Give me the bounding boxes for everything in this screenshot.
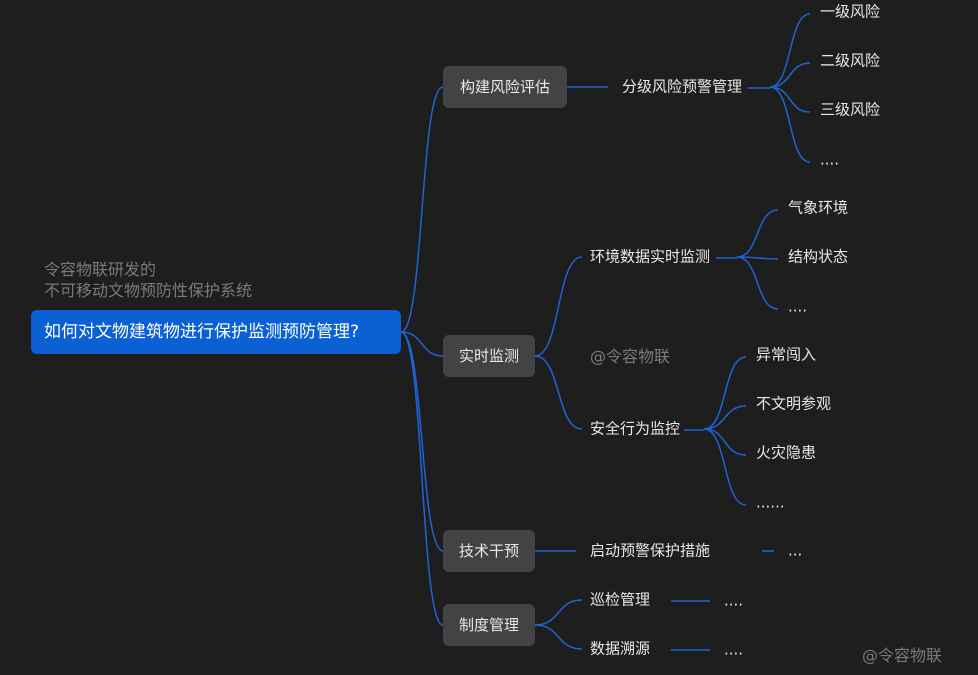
branch-topic[interactable]: 制度管理: [443, 604, 535, 646]
connector-line: [400, 86, 444, 333]
leaf-topic[interactable]: 不文明参观: [756, 394, 832, 413]
connector-line: [736, 256, 779, 310]
leaf-topic[interactable]: ....: [724, 591, 744, 610]
connector-line: [534, 355, 583, 430]
leaf-topic[interactable]: ....: [820, 150, 840, 169]
leaf-topic[interactable]: 火灾隐患: [756, 443, 817, 462]
leaf-topic[interactable]: 一级风险: [820, 2, 881, 21]
connector-line: [769, 13, 811, 88]
branch-topic[interactable]: 技术干预: [443, 530, 535, 572]
connector-line: [400, 331, 444, 357]
leaf-topic[interactable]: 三级风险: [820, 100, 881, 119]
connector-line: [703, 428, 747, 456]
connector-line: [703, 405, 747, 430]
caption-line-2: 不可移动文物预防性保护系统: [44, 281, 253, 300]
leaf-topic[interactable]: ......: [756, 493, 785, 512]
watermark: @令容物联: [862, 646, 943, 665]
connector-line: [703, 356, 747, 430]
subtopic[interactable]: 启动预警保护措施: [590, 541, 711, 560]
subtopic[interactable]: 环境数据实时监测: [590, 247, 711, 266]
subtopic[interactable]: 安全行为监控: [590, 419, 681, 438]
connector-line: [534, 256, 583, 357]
connector-line: [736, 256, 779, 260]
subtopic[interactable]: 分级风险预警管理: [622, 77, 743, 96]
connector-line: [534, 599, 583, 626]
leaf-topic[interactable]: 结构状态: [788, 247, 849, 266]
branch-topic[interactable]: 构建风险评估: [443, 66, 567, 108]
branch-topic[interactable]: 实时监测: [443, 335, 535, 377]
connector-line: [534, 624, 583, 650]
subtopic[interactable]: 数据溯源: [590, 639, 651, 658]
connector-line: [400, 331, 444, 626]
connector-line: [736, 209, 779, 258]
root-topic[interactable]: 如何对文物建筑物进行保护监测预防管理?: [31, 310, 401, 354]
subtopic[interactable]: 巡检管理: [590, 590, 651, 609]
connector-line: [769, 62, 811, 88]
leaf-topic[interactable]: ....: [724, 640, 744, 659]
leaf-topic[interactable]: 异常闯入: [756, 345, 817, 364]
connector-line: [400, 331, 444, 552]
connector-line: [769, 86, 811, 113]
connector-line: [703, 428, 747, 506]
caption-line-1: 令容物联研发的: [44, 260, 157, 279]
leaf-topic[interactable]: ....: [788, 297, 808, 316]
leaf-topic[interactable]: ...: [788, 541, 803, 560]
leaf-topic[interactable]: 二级风险: [820, 51, 881, 70]
leaf-topic[interactable]: 气象环境: [788, 198, 849, 217]
connector-line: [769, 86, 811, 163]
watermark: @令容物联: [590, 347, 671, 366]
